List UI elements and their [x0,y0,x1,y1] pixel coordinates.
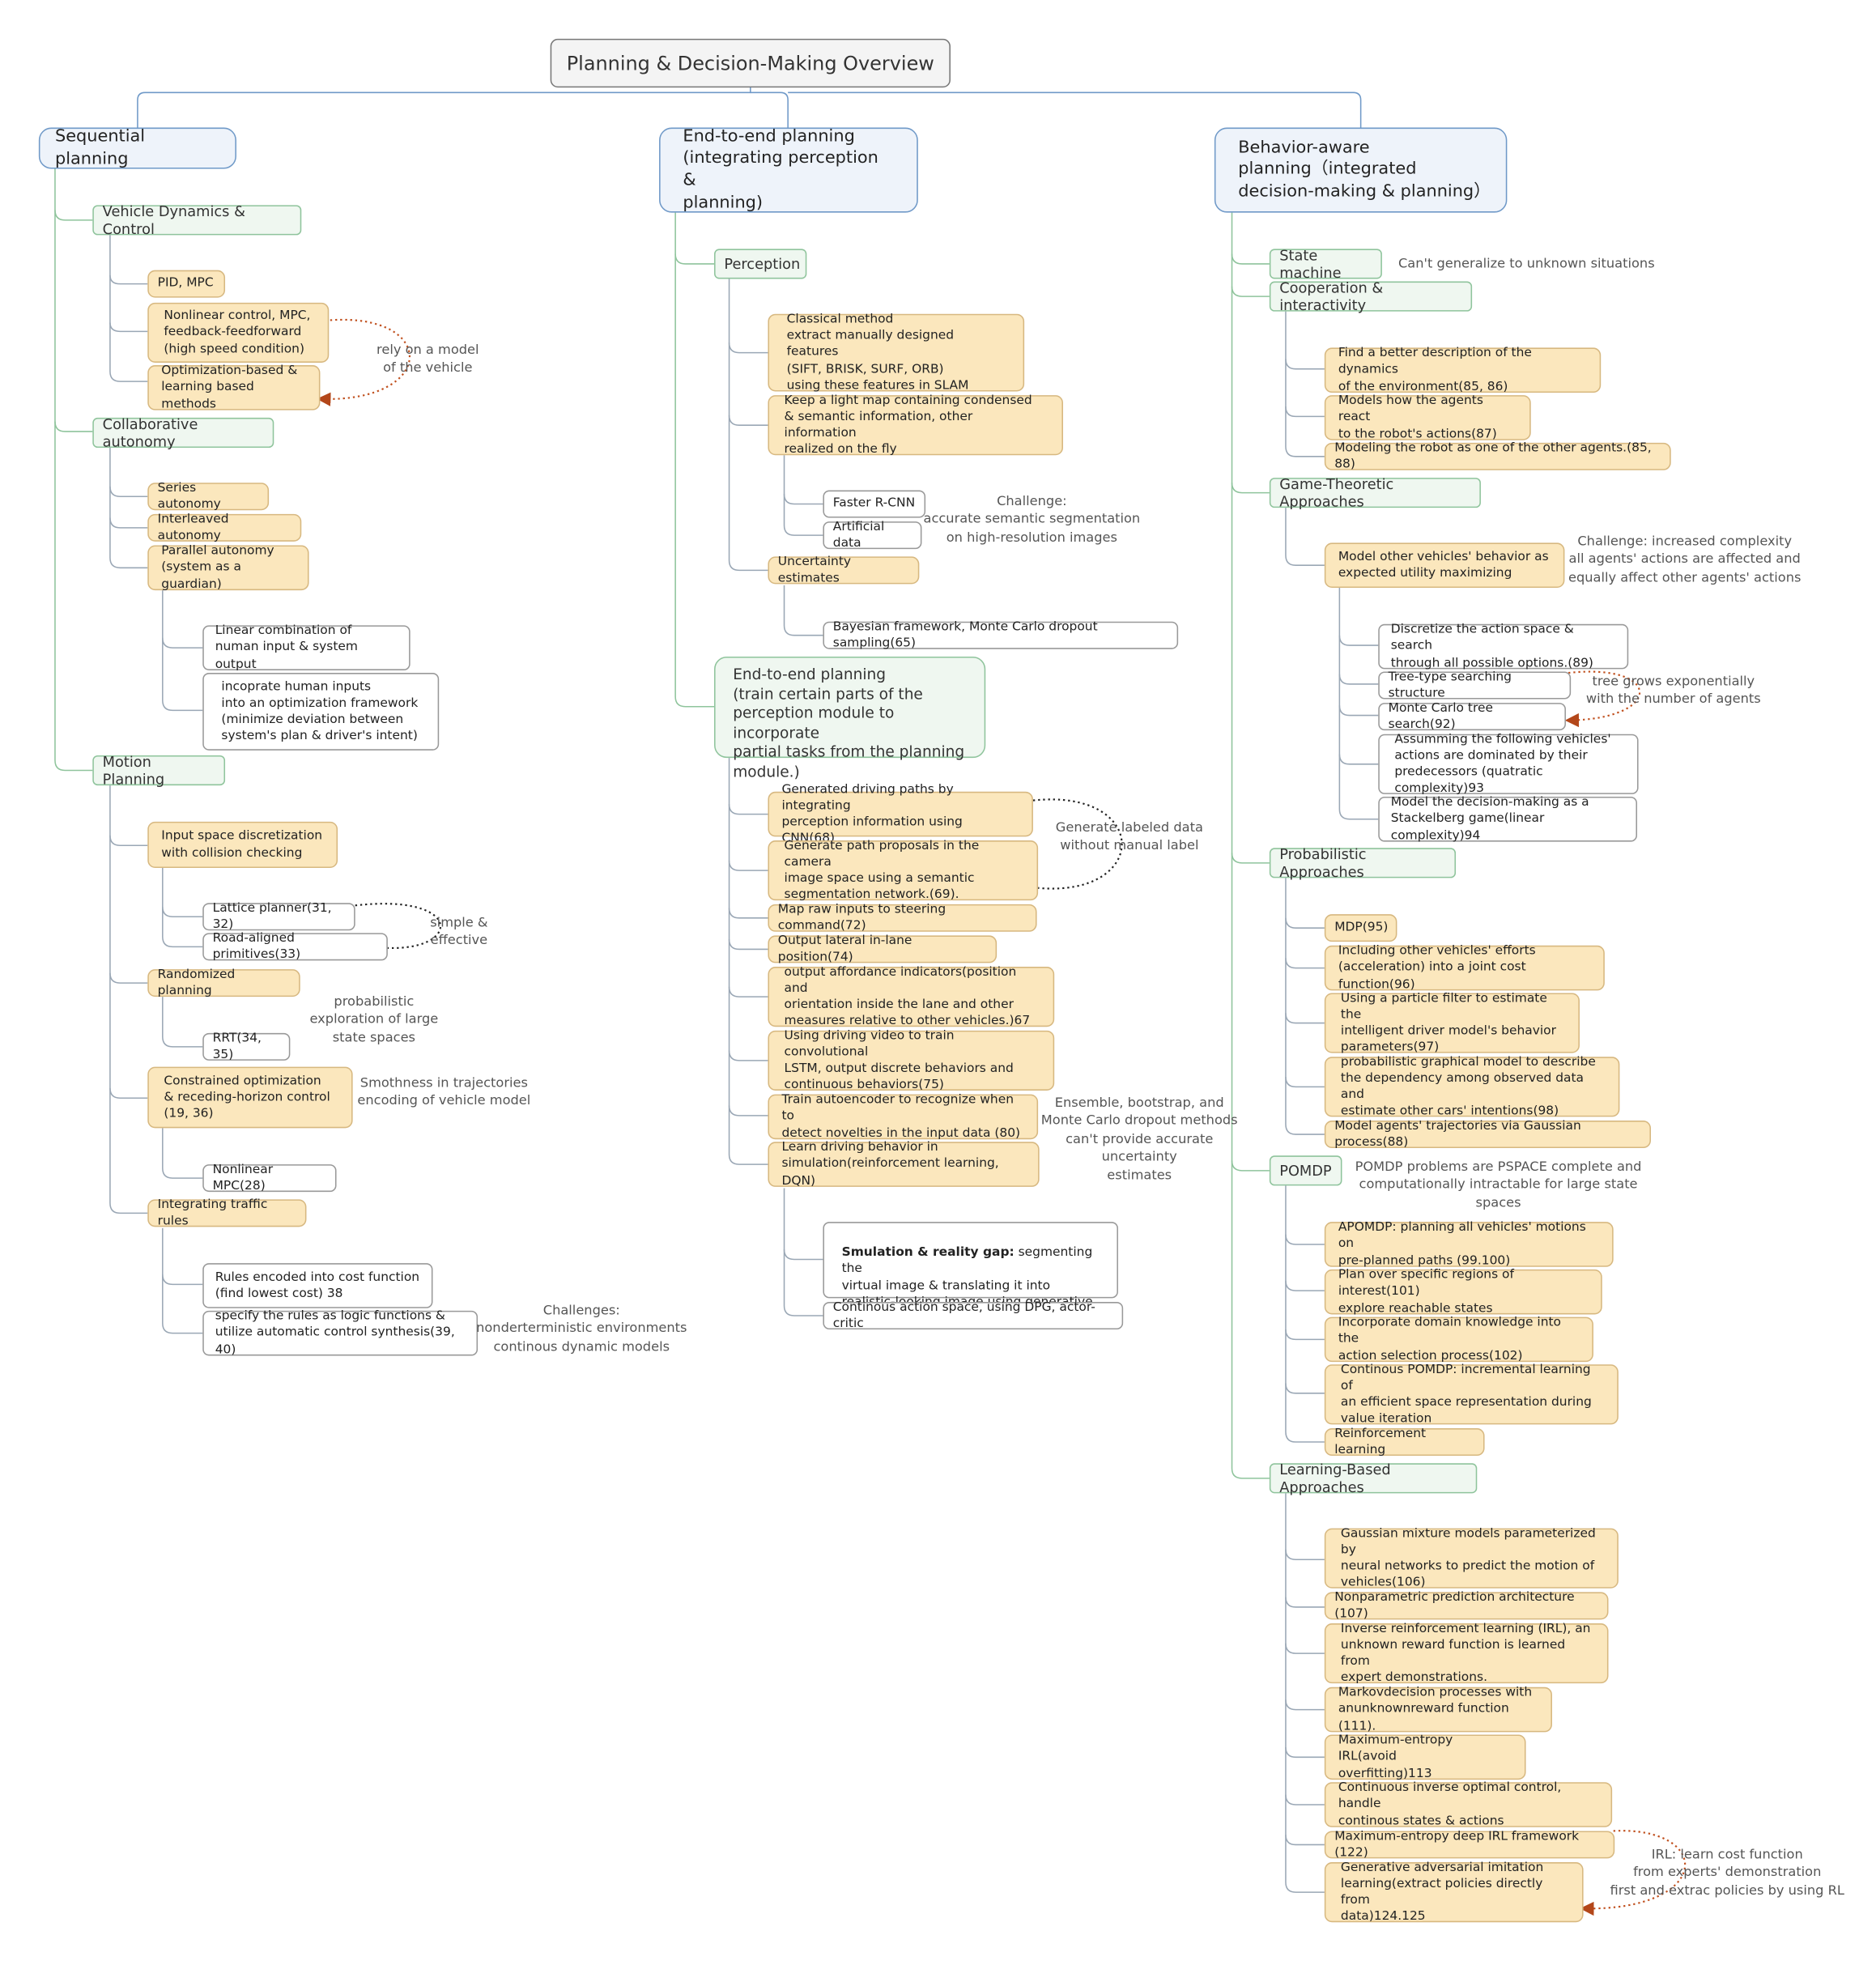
note-ensemble-bootstrap: Ensemble, bootstrap, and Monte Carlo dro… [1040,1095,1238,1184]
topic-game-theoretic[interactable]: Game-Theoretic Approaches [1269,475,1481,510]
leaf-parallel-autonomy[interactable]: Parallel autonomy (system as a guardian) [147,544,309,591]
leaf-cnn-driving-paths[interactable]: Generated driving paths by integrating p… [768,782,1033,846]
leaf-domain-knowledge[interactable]: Incorporate domain knowledge into the ac… [1324,1316,1593,1363]
leaf-agents-react[interactable]: Models how the agents react to the robot… [1324,394,1531,441]
leaf-interleaved-autonomy[interactable]: Interleaved autonomy [147,513,302,542]
leaf-markov-decision[interactable]: Markovdecision processes with anunknownr… [1324,1686,1552,1733]
note-simple-effective: simple & effective [430,915,488,949]
leaf-tree-type-search[interactable]: Tree-type searching structure [1378,670,1572,700]
leaf-integrating-traffic-rules[interactable]: Integrating traffic rules [147,1198,307,1228]
leaf-autoencoder-novelties[interactable]: Train autoencoder to recognize when to d… [768,1093,1039,1140]
leaf-max-entropy-deep-irl[interactable]: Maximum-entropy deep IRL framework (122) [1324,1830,1615,1860]
leaf-lattice-planner[interactable]: Lattice planner(31, 32) [202,901,355,932]
topic-vehicle-dynamics-control[interactable]: Vehicle Dynamics & Control [92,202,302,237]
leaf-apomdp[interactable]: APOMDP: planning all vehicles' motions o… [1324,1221,1614,1268]
leaf-discretize-action-space[interactable]: Discretize the action space & search thr… [1378,623,1629,670]
leaf-gail[interactable]: Generative adversarial imitation learnin… [1324,1861,1584,1924]
topic-state-machine[interactable]: State machine [1269,246,1382,282]
leaf-stackelberg-game[interactable]: Model the decision-making as a Stackelbe… [1378,796,1638,843]
leaf-simulation-reality-gap[interactable]: Smulation & reality gap: segmenting the … [823,1222,1118,1325]
leaf-lateral-position[interactable]: Output lateral in-lane position(74) [768,934,998,964]
leaf-road-aligned-primitives[interactable]: Road-aligned primitives(33) [202,932,388,962]
leaf-utility-maximizing[interactable]: Model other vehicles' behavior as expect… [1324,542,1565,589]
topic-probabilistic-approaches[interactable]: Probabilistic Approaches [1269,845,1457,880]
leaf-joint-cost-function[interactable]: Including other vehicles' efforts (accel… [1324,945,1605,991]
leaf-uncertainty-estimates[interactable]: Uncertainty estimates [768,555,920,585]
note-labeled-data: Generate labeled data without manual lab… [1055,820,1203,854]
leaf-optimization-learning[interactable]: Optimization-based & learning based meth… [147,364,321,411]
leaf-reinforcement-dqn[interactable]: Learn driving behavior in simulation(rei… [768,1141,1040,1188]
note-smoothness-trajectories: Smothness in trajectories encoding of ve… [357,1075,531,1109]
branch-end-to-end-planning[interactable]: End-to-end planning (integrating percept… [659,126,918,213]
leaf-nonparametric-prediction[interactable]: Nonparametric prediction architecture (1… [1324,1591,1609,1621]
leaf-mdp[interactable]: MDP(95) [1324,914,1397,942]
topic-pomdp[interactable]: POMDP [1269,1155,1342,1186]
leaf-linear-combination[interactable]: Linear combination of numan input & syst… [202,624,411,671]
leaf-series-autonomy[interactable]: Series autonomy [147,481,270,512]
root-title[interactable]: Planning & Decision-Making Overview [550,38,951,88]
leaf-input-space-discretization[interactable]: Input space discretization with collisio… [147,821,338,869]
gap-bold-label: Smulation & reality gap: [841,1245,1015,1260]
topic-cooperation-interactivity[interactable]: Cooperation & interactivity [1269,279,1473,314]
note-rules-challenges: Challenges: nonderterministic environmen… [476,1303,687,1355]
branch-behavior-aware-planning[interactable]: Behavior-aware planning（integrated decis… [1214,127,1508,213]
note-segmentation-challenge: Challenge: accurate semantic segmentatio… [923,494,1141,546]
leaf-dynamics-description[interactable]: Find a better description of the dynamic… [1324,347,1602,393]
leaf-pid-mpc[interactable]: PID, MPC [147,270,226,298]
topic-motion-planning[interactable]: Motion Planning [92,753,226,788]
branch-sequential-planning[interactable]: Sequential planning [38,126,236,169]
topic-collaborative-autonomy[interactable]: Collaborative autonomy [92,415,274,450]
leaf-rules-cost-function[interactable]: Rules encoded into cost function (find l… [202,1263,433,1308]
leaf-regions-of-interest[interactable]: Plan over specific regions of interest(1… [1324,1269,1602,1315]
note-tree-grows: tree grows exponentially with the number… [1585,674,1761,708]
leaf-classical-method[interactable]: Classical method extract manually design… [768,313,1025,393]
note-increased-complexity: Challenge: increased complexity all agen… [1568,534,1802,585]
leaf-monte-carlo-tree-search[interactable]: Monte Carlo tree search(92) [1378,701,1566,732]
leaf-inverse-rl[interactable]: Inverse reinforcement learning (IRL), an… [1324,1622,1609,1685]
leaf-nonlinear-mpc[interactable]: Nonlinear MPC(28) [202,1163,337,1193]
leaf-convolutional-lstm[interactable]: Using driving video to train convolution… [768,1029,1055,1092]
leaf-rules-logic-functions[interactable]: specify the rules as logic functions & u… [202,1310,479,1356]
leaf-path-proposals[interactable]: Generate path proposals in the camera im… [768,839,1039,902]
note-irl-cost-function: IRL: learn cost function from experts' d… [1610,1847,1844,1899]
leaf-rrt[interactable]: RRT(34, 35) [202,1031,291,1061]
topic-perception[interactable]: Perception [714,249,807,279]
topic-learning-based[interactable]: Learning-Based Approaches [1269,1461,1478,1495]
leaf-particle-filter[interactable]: Using a particle filter to estimate the … [1324,991,1580,1054]
topic-end-to-end-planning[interactable]: End-to-end planning (train certain parts… [714,656,986,780]
leaf-artificial-data[interactable]: Artificial data [823,520,922,551]
leaf-nonlinear-control[interactable]: Nonlinear control, MPC, feedback-feedfor… [147,302,330,363]
leaf-robot-as-agent[interactable]: Modeling the robot as one of the other a… [1324,441,1671,471]
leaf-gaussian-mixture[interactable]: Gaussian mixture models parameterized by… [1324,1526,1619,1590]
leaf-inverse-optimal-control[interactable]: Continuous inverse optimal control, hand… [1324,1781,1613,1828]
note-pspace-complete: POMDP problems are PSPACE complete and c… [1355,1159,1642,1211]
leaf-max-entropy-irl[interactable]: Maximum-entropy IRL(avoid overfitting)11… [1324,1733,1526,1780]
note-probabilistic-exploration: probabilistic exploration of large state… [309,994,439,1046]
note-cant-generalize: Can't generalize to unknown situations [1397,256,1655,272]
note-rely-on-model: rely on a model of the vehicle [376,342,479,376]
leaf-graphical-model[interactable]: probabilistic graphical model to describ… [1324,1055,1620,1118]
leaf-dominated-predecessors[interactable]: Assumming the following vehicles' action… [1378,733,1639,796]
leaf-incoprate-human-inputs[interactable]: incoprate human inputs into an optimizat… [202,673,440,751]
leaf-continuous-action-space[interactable]: Continous action space, using DPG, actor… [823,1300,1124,1331]
leaf-constrained-optimization[interactable]: Constrained optimization & receding-hori… [147,1066,353,1129]
leaf-faster-rcnn[interactable]: Faster R-CNN [823,490,926,518]
leaf-reinforcement-learning[interactable]: Reinforcement learning [1324,1427,1485,1457]
leaf-gaussian-process[interactable]: Model agents' trajectories via Gaussian … [1324,1119,1652,1150]
leaf-bayesian-framework[interactable]: Bayesian framework, Monte Carlo dropout … [823,620,1179,650]
leaf-continuous-pomdp[interactable]: Continous POMDP: incremental learning of… [1324,1363,1619,1426]
leaf-light-map[interactable]: Keep a light map containing condensed & … [768,393,1063,457]
leaf-affordance-indicators[interactable]: output affordance indicators(position an… [768,965,1055,1028]
leaf-raw-inputs-steering[interactable]: Map raw inputs to steering command(72) [768,903,1037,933]
leaf-randomized-planning[interactable]: Randomized planning [147,968,300,998]
